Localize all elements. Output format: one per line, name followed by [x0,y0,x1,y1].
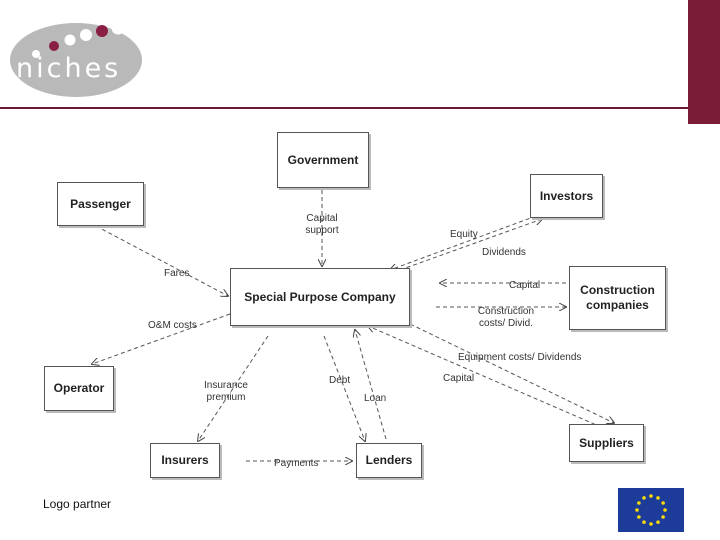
node-suppliers: Suppliers [569,424,644,462]
label-capital-construction: Capital [509,280,541,291]
eu-star [635,508,639,512]
label-equity: Equity [450,229,478,240]
arrow-equipment-costs [403,320,614,423]
eu-star [637,515,641,519]
node-investors: Investors [530,174,603,218]
arrow-equity [390,215,537,270]
label-dividends: Dividends [482,247,526,258]
label-loan: Loan [364,393,387,404]
eu-star [649,522,653,526]
label-om-costs: O&M costs [148,320,197,331]
logo-text: niches [16,53,121,84]
label-insurance-premium: Insurance premium [204,380,248,403]
eu-flag-icon [618,488,684,532]
eu-star [656,520,660,524]
arrow-insurance [198,335,269,441]
label-equipment-costs: Equipment costs/ Dividends [458,352,582,363]
node-government: Government [277,132,369,188]
eu-star [661,515,665,519]
node-insurers: Insurers [150,443,220,478]
label-capital-suppliers: Capital [443,373,475,384]
arrow-debt [323,335,365,441]
label-construction-costs: Construction costs/ Divid. [477,306,535,329]
arrow-capital-suppliers [368,326,609,431]
arrow-dividends [399,219,542,271]
label-fares: Fares [164,268,190,279]
eu-star [656,496,660,500]
arrow-fares [95,225,228,296]
eu-star [649,494,653,498]
node-spc: Special Purpose Company [230,268,410,326]
logo-partner-text: Logo partner [43,497,112,511]
eu-star [661,501,665,505]
side-accent-bar [688,0,720,124]
eu-star [642,496,646,500]
node-operator: Operator [44,366,114,411]
niches-logo: niches [10,21,142,97]
header-divider [0,107,688,109]
eu-star [642,520,646,524]
node-passenger: Passenger [57,182,144,226]
arrow-loan [355,330,387,440]
eu-star [637,501,641,505]
node-construction: Construction companies [569,266,666,330]
arrow-om-costs [92,313,231,364]
label-payments: Payments [274,458,319,469]
label-capital-support: Capital support [305,213,339,236]
label-debt: Debt [329,375,351,386]
node-lenders: Lenders [356,443,422,478]
eu-star [663,508,667,512]
